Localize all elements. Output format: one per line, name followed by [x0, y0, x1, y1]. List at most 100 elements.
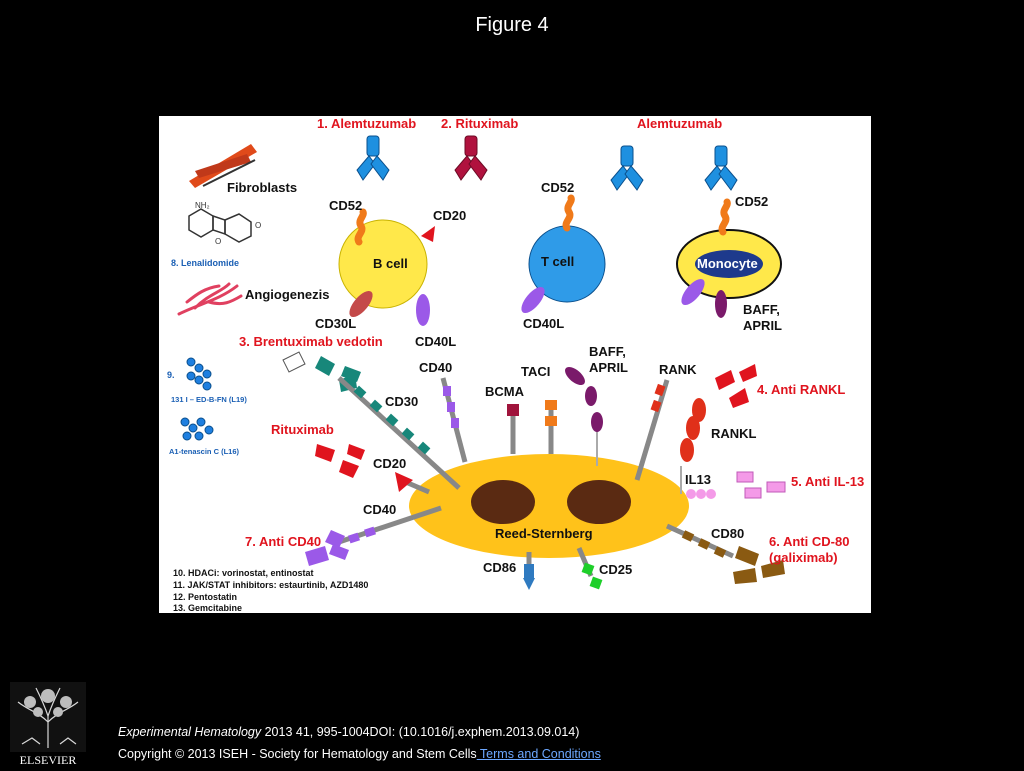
label-taci: TACI: [521, 364, 550, 379]
label-cd52-m: CD52: [735, 194, 768, 209]
figure-diagram-svg: 1. Alemtuzumab 2. Rituximab Alemtuzumab …: [167, 116, 864, 613]
label-cd52-b: CD52: [329, 198, 362, 213]
baff-marker-m-1: [681, 278, 705, 306]
label-cd25: CD25: [599, 562, 632, 577]
il13-cytokine: [680, 466, 716, 499]
rs-nucleus-left: [471, 480, 535, 524]
label-anti-rankl: 4. Anti RANKL: [757, 382, 845, 397]
label-l16: A1-tenascin C (L16): [169, 447, 240, 456]
label-rankl: RANKL: [711, 426, 757, 441]
list-item-12: 12. Pentostatin: [173, 592, 237, 602]
label-baff-april-rs-1: BAFF,: [589, 344, 626, 359]
footer-citation: Experimental Hematology 2013 41, 995-100…: [118, 725, 579, 739]
label-fibroblasts: Fibroblasts: [227, 180, 297, 195]
label-l19: 131 I – ED-B-FN (L19): [171, 395, 247, 404]
label-baff-april-rs-2: APRIL: [589, 360, 628, 375]
figure-diagram: 1. Alemtuzumab 2. Rituximab Alemtuzumab …: [159, 116, 871, 613]
svg-text:NH₂: NH₂: [195, 201, 210, 210]
label-lenalidomide: 8. Lenalidomide: [171, 258, 239, 268]
cd52-marker-t: [566, 198, 571, 228]
cd86-receptor: [523, 552, 535, 590]
l19-antibody-icon: [186, 357, 212, 391]
label-rank: RANK: [659, 362, 697, 377]
label-monocyte: Monocyte: [697, 256, 758, 271]
journal-name: Experimental Hematology: [118, 725, 262, 739]
label-cd30l: CD30L: [315, 316, 356, 331]
elsevier-logo: ELSEVIER: [10, 682, 86, 767]
footer-copyright: Copyright © 2013 ISEH - Society for Hema…: [118, 747, 601, 761]
label-cd20-rs: CD20: [373, 456, 406, 471]
label-baff-april-m-1: BAFF,: [743, 302, 780, 317]
list-item-10: 10. HDACi: vorinostat, entinostat: [173, 568, 314, 578]
cd25-receptor: [576, 547, 603, 590]
anti-il13-antibody: [736, 471, 786, 499]
label-rituximab-rs: Rituximab: [271, 422, 334, 437]
citation-text: 2013 41, 995-1004DOI: (10.1016/j.exphem.…: [261, 725, 580, 739]
fibroblasts-icon: [189, 144, 257, 188]
copyright-text: Copyright © 2013 ISEH - Society for Hema…: [118, 747, 477, 761]
label-alemtuzumab: Alemtuzumab: [637, 116, 722, 131]
label-il13: IL13: [685, 472, 711, 487]
svg-text:O: O: [215, 237, 221, 246]
label-anti-cd80: 6. Anti CD-80: [769, 534, 849, 549]
anti-cd40-antibody: [305, 530, 349, 566]
figure-title: Figure 4: [475, 14, 549, 36]
cd20-marker-rs: [395, 472, 430, 495]
baff-april-ligand-rs: [565, 367, 603, 466]
label-cd40l-t: CD40L: [523, 316, 564, 331]
rs-nucleus-right: [567, 480, 631, 524]
angiogenesis-icon: [177, 282, 243, 316]
label-reed-sternberg: Reed-Sternberg: [495, 526, 593, 541]
l16-antibody-icon: [180, 417, 214, 441]
label-item-9: 9.: [167, 370, 175, 380]
label-alemtuzumab-1: 1. Alemtuzumab: [317, 116, 416, 131]
label-brentuximab: 3. Brentuximab vedotin: [239, 334, 383, 349]
label-galiximab: (galiximab): [769, 550, 838, 565]
label-cd80: CD80: [711, 526, 744, 541]
label-cd52-t: CD52: [541, 180, 574, 195]
baff-marker-m-2: [715, 290, 727, 318]
label-cd30: CD30: [385, 394, 418, 409]
label-cd40-top: CD40: [419, 360, 452, 375]
elsevier-wordmark: ELSEVIER: [20, 753, 77, 766]
rankl-ligand: [680, 398, 706, 462]
antibody-alemtuzumab-t: [610, 145, 644, 191]
anti-cd80-antibody: [733, 546, 785, 584]
label-angiogenezis: Angiogenezis: [245, 287, 330, 302]
rank-receptor: [634, 379, 670, 481]
bottom-therapy-list: 10. HDACi: vorinostat, entinostat 11. JA…: [173, 568, 368, 613]
antibody-alemtuzumab-b: [356, 135, 390, 181]
label-cd40-left: CD40: [363, 502, 396, 517]
cd30-receptor: [337, 376, 461, 490]
label-baff-april-m-2: APRIL: [743, 318, 782, 333]
rituximab-rs-antibody: [315, 444, 365, 478]
anti-rankl-antibody: [715, 364, 757, 408]
label-anti-il13: 5. Anti IL-13: [791, 474, 864, 489]
elsevier-tree-icon: ELSEVIER: [10, 682, 86, 767]
label-cd40l-b: CD40L: [415, 334, 456, 349]
cd40-receptor-top: [440, 377, 468, 463]
lenalidomide-structure-icon: NH₂ O O: [188, 201, 261, 246]
label-cd86: CD86: [483, 560, 516, 575]
cd40-receptor-left: [338, 505, 442, 545]
taci-receptor: [545, 400, 557, 454]
terms-and-conditions-link[interactable]: Terms and Conditions: [476, 747, 601, 761]
antibody-alemtuzumab-m: [704, 145, 738, 191]
cd30l-marker: [349, 290, 373, 318]
monocyte-nucleus: [695, 250, 763, 278]
antibody-rituximab: [454, 135, 488, 181]
label-rituximab-2: 2. Rituximab: [441, 116, 518, 131]
label-cd20-b: CD20: [433, 208, 466, 223]
cd40l-marker-t: [521, 286, 545, 314]
bcma-receptor: [507, 404, 519, 454]
svg-text:O: O: [255, 221, 261, 230]
list-item-13: 13. Gemcitabine: [173, 603, 242, 613]
cd40l-marker-b: [416, 294, 430, 326]
label-t-cell: T cell: [541, 254, 574, 269]
label-b-cell: B cell: [373, 256, 408, 271]
label-bcma: BCMA: [485, 384, 525, 399]
cd52-marker-m: [722, 202, 727, 232]
label-anti-cd40: 7. Anti CD40: [245, 534, 321, 549]
list-item-11: 11. JAK/STAT inhibitors: estaurtinib, AZ…: [173, 580, 368, 590]
cd20-marker-b: [421, 226, 435, 242]
